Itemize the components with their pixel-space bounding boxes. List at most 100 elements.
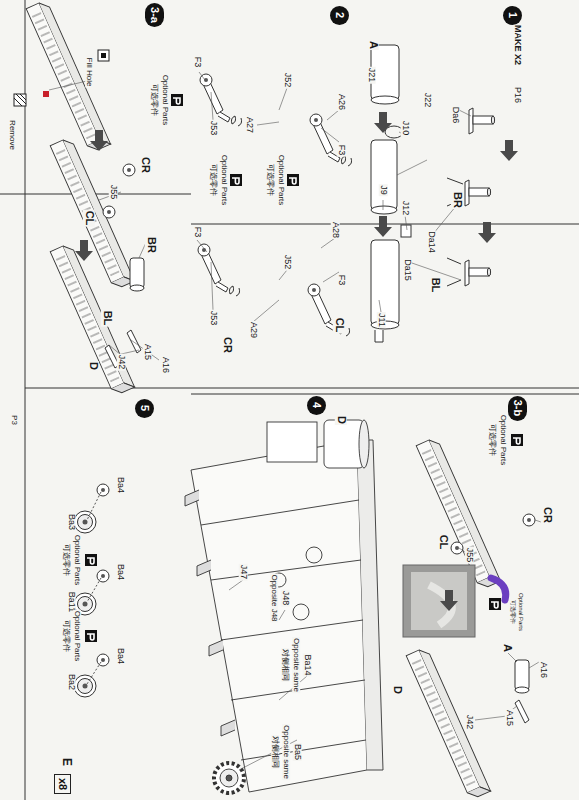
step5-wheels [74,484,109,697]
step3a-parts [50,243,134,396]
hull-leaders [229,580,307,770]
step3a-parts [98,50,109,61]
step3a-parts [171,94,183,106]
part-number: J48 [280,590,289,607]
annotation-label: CL [437,534,449,551]
part-number: Ba2 [66,673,75,691]
step-number: 4 [308,396,327,415]
step1-parts [371,96,399,104]
step3a-parts [14,0,183,396]
step3b-parts [515,660,529,690]
part-number: A29 [248,321,257,339]
hull [214,763,244,793]
hull [359,420,369,468]
step1-arrows [374,112,518,243]
annotation-label: 可选零件 [62,543,70,577]
hull [201,500,366,760]
step3a-parts [14,94,26,106]
step3a-parts [130,258,144,288]
hull [226,775,232,781]
hull [220,769,238,787]
annotation-label: A [501,643,513,653]
step5-wheels [97,570,109,582]
step3b-parts [523,514,535,526]
hull-leaders [229,580,307,770]
part-number: Ba4 [115,563,124,581]
part-number: F3 [336,144,345,157]
step5-wheels [97,484,109,496]
step2-leaders [197,72,339,322]
step-label: 1 [508,12,519,18]
annotation-label: A [367,40,379,50]
step1-arrows [374,216,392,237]
step3b-parts [511,434,523,446]
part-number: Ba4 [115,476,124,494]
part-number: A26 [336,93,345,111]
annotation-label: Optional Parts [277,154,285,207]
part-number: Ba3 [66,513,75,531]
part-number: A27 [244,116,253,134]
step1-arrows [478,222,496,243]
step-number: 5 [136,399,155,418]
step3a-leaders [49,80,159,360]
part-number: J52 [282,72,291,89]
step3b-parts [489,598,501,610]
annotation-label: 可选零件 [62,619,70,653]
step2-parts [287,174,299,186]
part-number: J53 [208,310,217,327]
annotation-label: BR [451,191,463,209]
step3a-parts [130,285,144,291]
step3b-parts [406,647,490,800]
annotation-label: CL [333,317,345,334]
annotation-label: 对侧相同 [271,735,279,769]
step5-wheels [74,511,96,533]
hull [191,440,367,792]
annotation-label: 可选零件 [266,163,274,197]
annotation-label: Optional Parts [518,592,524,632]
step3b-parts [411,572,467,630]
part-number: P3 [10,414,18,426]
step2-parts [230,174,242,186]
step3a-leaders [49,80,159,360]
part-number: F3 [192,226,201,239]
step-label: 2 [335,12,346,18]
annotation-label: Optional Parts [73,534,81,587]
hull [267,422,317,462]
part-number: J22 [422,92,431,109]
step5-wheels [85,554,97,566]
part-number: J10 [400,120,409,137]
part-number: Da15 [402,258,411,282]
step3b-parts [403,434,535,800]
annotation-label: Opposite same [292,637,300,693]
hull [306,547,322,563]
annotation-label: 可选零件 [488,423,496,457]
step1-parts [465,260,491,286]
step1-leaders [379,108,471,312]
step3b-leaders [459,520,541,720]
step1-leaders [379,108,471,312]
part-number: F3 [192,56,201,69]
step-number: 1 [504,6,523,25]
part-number: A16 [538,661,547,679]
hull [214,763,244,793]
hull [324,420,364,468]
part-number: A15 [142,343,151,361]
hull [185,490,235,736]
part-number: A28 [330,221,339,239]
step1-parts [371,140,397,210]
quantity-box: x8 [55,774,72,794]
annotation-label: D [87,361,99,371]
step3b-parts [515,687,529,693]
annotation-label: MAKE X2 [512,24,521,66]
part-number: J12 [400,200,409,217]
annotation-label: 可选零件 [209,163,217,197]
step-label: 3-b [513,400,524,417]
part-number: J42 [116,354,125,371]
part-number: Ba5 [292,743,301,761]
step2-parts [310,114,352,166]
step3a-parts [14,94,26,106]
annotation-label: Opposite same [282,724,290,780]
step3b-parts [515,700,529,723]
